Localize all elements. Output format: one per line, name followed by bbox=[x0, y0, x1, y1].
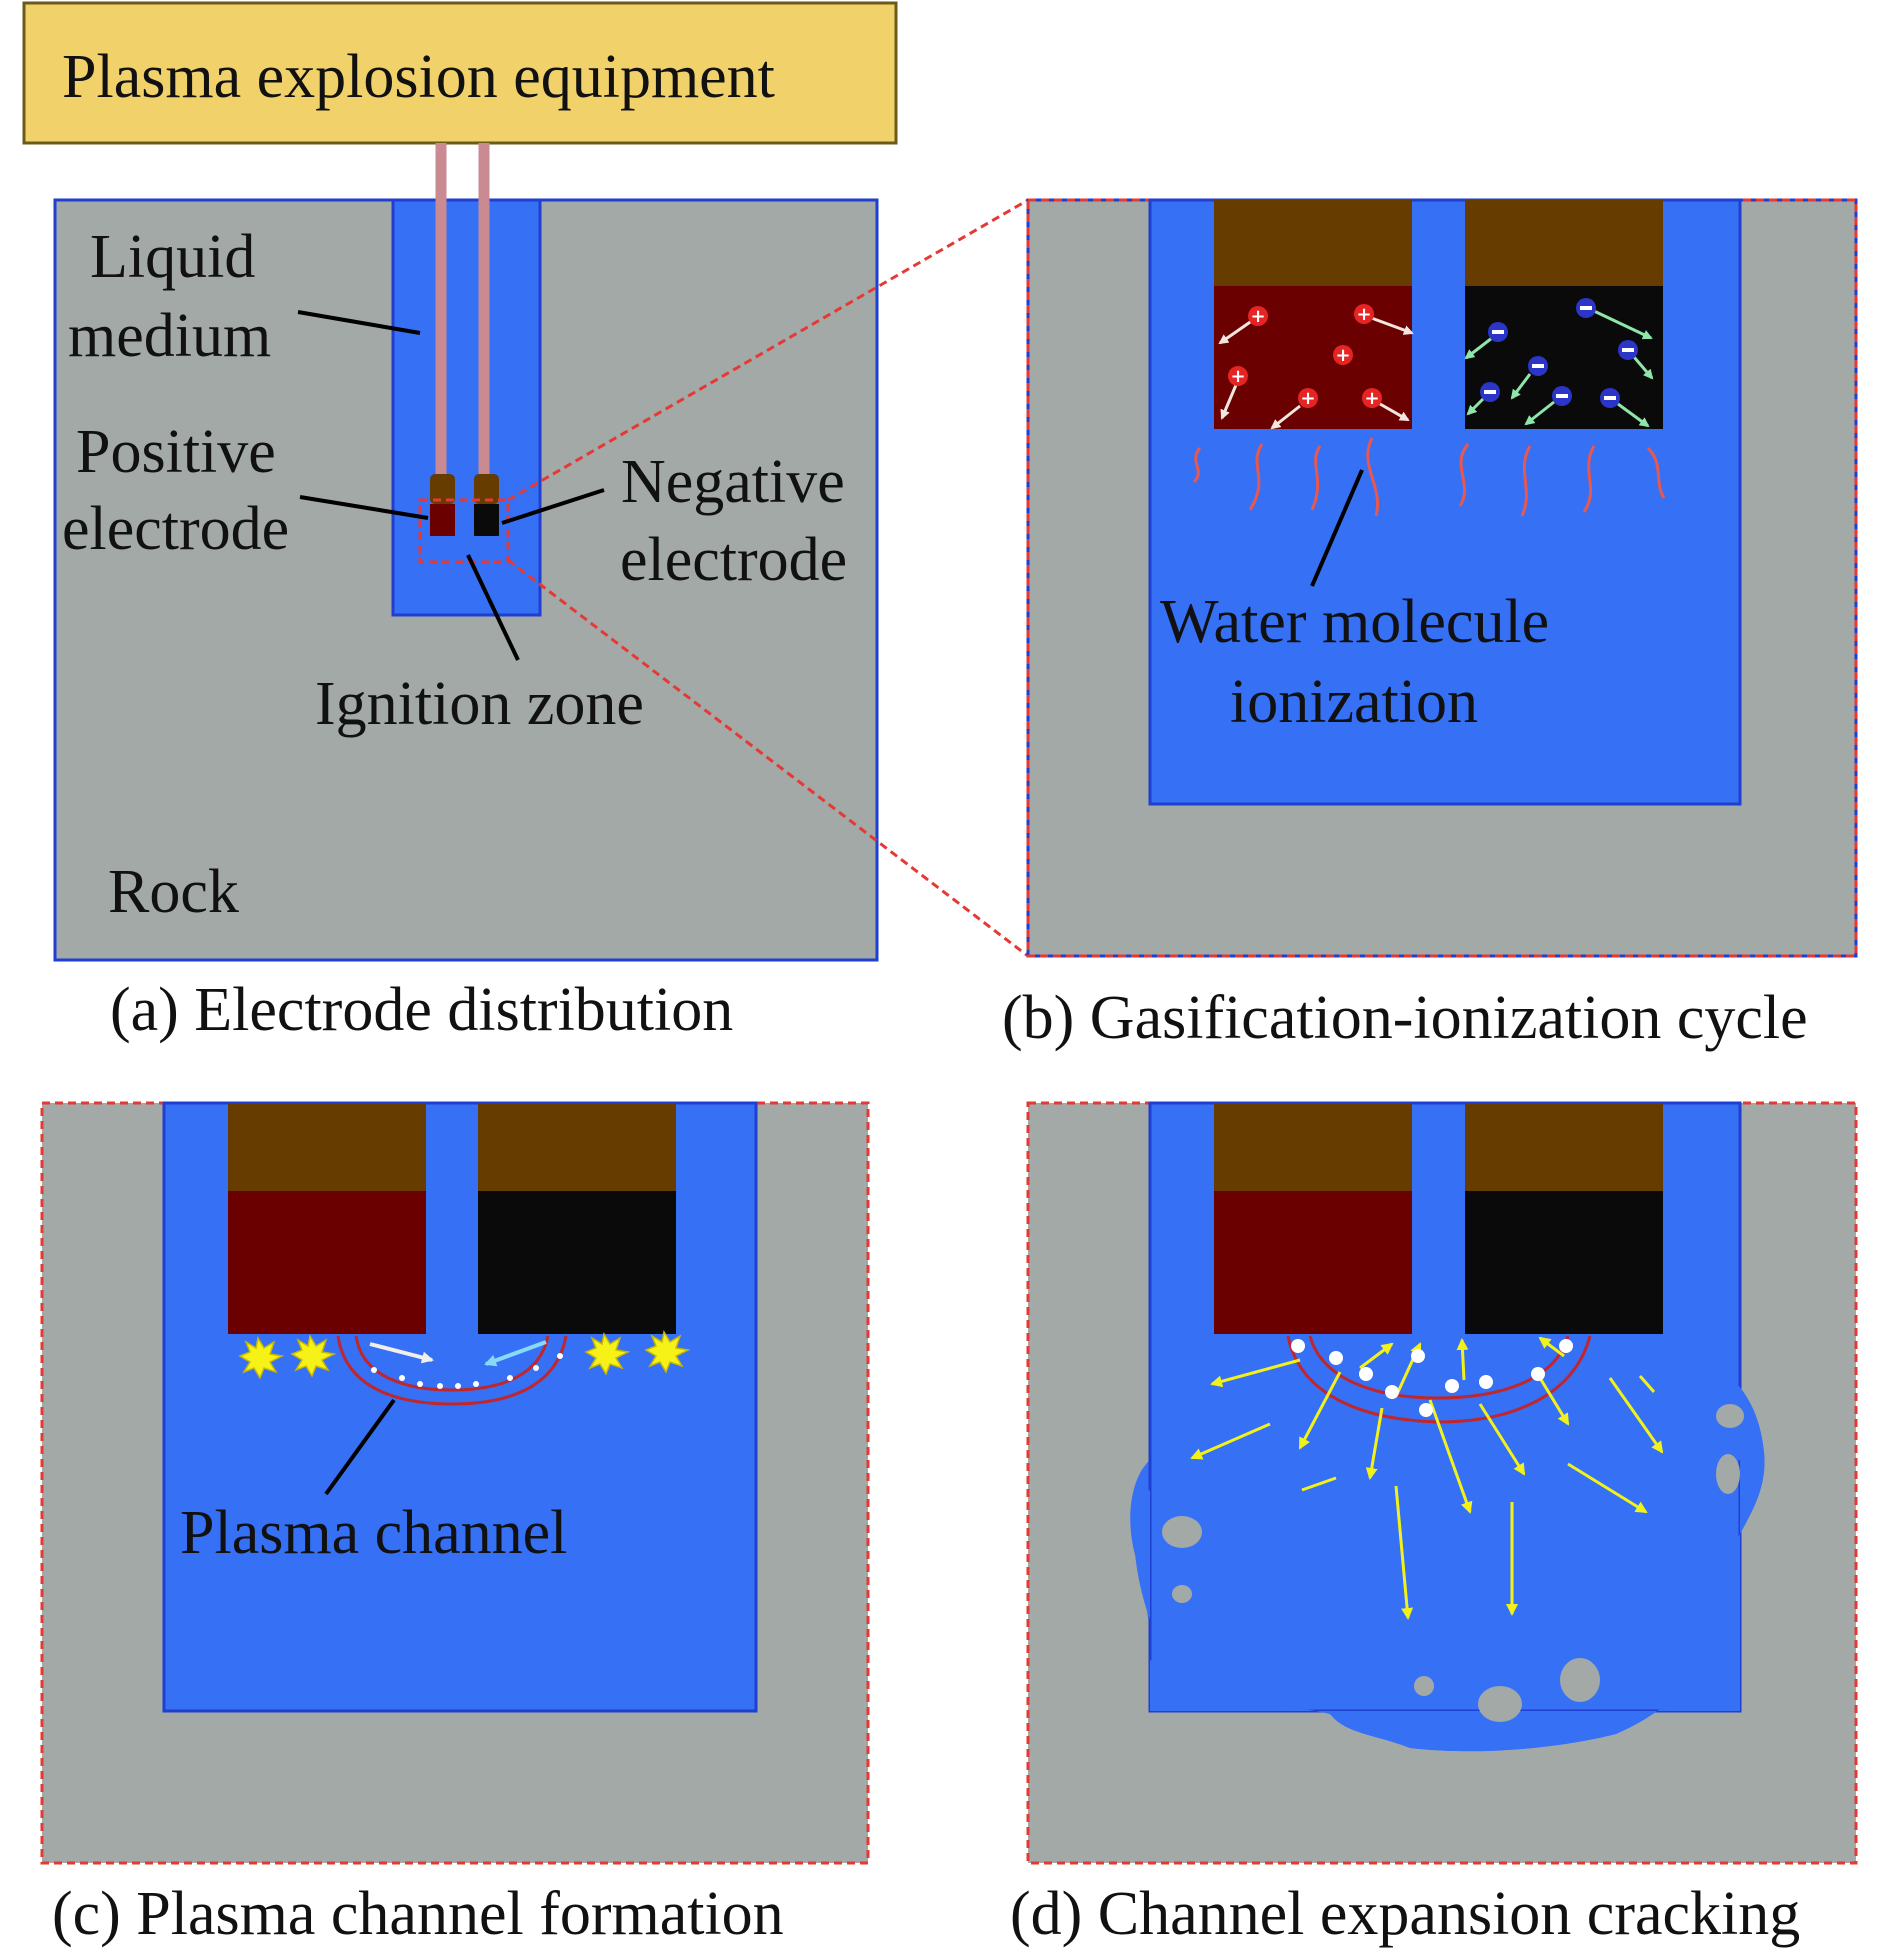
ionization-label-2: ionization bbox=[1230, 668, 1478, 736]
liquid-label-2: medium bbox=[68, 302, 271, 370]
panel-b: + + + + + bbox=[1002, 198, 1858, 1052]
zoom-line-top bbox=[507, 198, 1029, 502]
plasma-channel-arc-inner bbox=[354, 1335, 550, 1392]
equipment-label: Plasma explosion equipment bbox=[62, 43, 775, 111]
panel-a: Plasma explosion equipment Liquid medium… bbox=[22, 1, 898, 1044]
expansion-arc-inner bbox=[1308, 1335, 1570, 1400]
electron-flow-arrow bbox=[369, 1342, 434, 1364]
ignition-label: Ignition zone bbox=[315, 670, 644, 738]
spark-icon bbox=[644, 1329, 691, 1374]
spark-icon bbox=[238, 1335, 285, 1380]
positive-ion-icon: + bbox=[1218, 306, 1268, 345]
positive-label-2: electrode bbox=[62, 495, 289, 563]
channel-leader bbox=[324, 1398, 396, 1496]
svg-text:+: + bbox=[1356, 304, 1371, 325]
positive-electrode-cap bbox=[430, 474, 455, 504]
positive-cap-d bbox=[1214, 1103, 1412, 1191]
equipment-box bbox=[22, 1, 898, 145]
negative-cap-d bbox=[1465, 1103, 1663, 1191]
negative-electrode-c bbox=[478, 1191, 676, 1334]
positive-electrode-d bbox=[1214, 1191, 1412, 1334]
plasma-channel-arc-outer bbox=[336, 1335, 568, 1406]
negative-electrode bbox=[474, 504, 499, 536]
svg-text:+: + bbox=[1230, 366, 1245, 387]
positive-cap-b bbox=[1214, 200, 1412, 286]
ion-flow-arrow bbox=[484, 1340, 547, 1367]
positive-electrode-c bbox=[228, 1191, 426, 1334]
spark-icon bbox=[584, 1331, 631, 1376]
positive-leader bbox=[299, 495, 429, 520]
vapor-wisps bbox=[1192, 437, 1666, 517]
svg-text:+: + bbox=[1300, 388, 1315, 409]
channel-label: Plasma channel bbox=[180, 1499, 567, 1567]
crack-zone-overlay bbox=[1134, 1376, 1765, 1752]
liquid-label-1: Liquid bbox=[90, 223, 255, 291]
ignition-zone-box bbox=[418, 498, 510, 564]
caption-c: (c) Plasma channel formation bbox=[52, 1880, 784, 1948]
negative-leader bbox=[501, 488, 605, 525]
positive-label-1: Positive bbox=[76, 418, 276, 486]
spark-icon bbox=[290, 1333, 337, 1378]
positive-cap-c bbox=[228, 1103, 426, 1191]
negative-label-2: electrode bbox=[620, 526, 847, 594]
positive-ions: + + + + + bbox=[1218, 304, 1414, 430]
positive-ion-icon: + bbox=[1333, 345, 1353, 366]
negative-ion-icon bbox=[1618, 340, 1654, 380]
liquid-leader bbox=[297, 310, 421, 335]
svg-text:+: + bbox=[1364, 388, 1379, 409]
negative-electrode-d bbox=[1465, 1191, 1663, 1334]
frame-d bbox=[1026, 1101, 1858, 1865]
plasma-particles bbox=[371, 1353, 563, 1389]
panel-c: Plasma channel (c) Plasma channel format… bbox=[40, 1101, 870, 1948]
ionization-label-1: Water molecule bbox=[1160, 588, 1549, 656]
negative-ion-icon bbox=[1510, 356, 1548, 400]
borehole-liquid bbox=[391, 198, 542, 617]
svg-text:+: + bbox=[1250, 306, 1265, 327]
negative-cap-b bbox=[1465, 200, 1663, 286]
svg-text:+: + bbox=[1335, 345, 1350, 366]
ionization-leader bbox=[1310, 469, 1364, 587]
negative-cap-c bbox=[478, 1103, 676, 1191]
panel-d: (d) Channel expansion cracking bbox=[1010, 1101, 1858, 1948]
positive-ion-icon: + bbox=[1362, 388, 1410, 422]
negative-ion-icon bbox=[1466, 382, 1500, 416]
negative-ions bbox=[1464, 298, 1654, 428]
expansion-arrows bbox=[1190, 1336, 1664, 1620]
negative-ion-icon bbox=[1600, 388, 1650, 428]
rock-label: Rock bbox=[108, 858, 239, 926]
spark-icons bbox=[238, 1329, 691, 1380]
positive-ion-icon: + bbox=[1270, 388, 1318, 430]
negative-ion-icon bbox=[1576, 298, 1653, 340]
positive-electrode bbox=[430, 504, 455, 536]
positive-ion-icon: + bbox=[1354, 304, 1414, 335]
caption-d: (d) Channel expansion cracking bbox=[1010, 1880, 1800, 1948]
zoom-line-bottom bbox=[507, 558, 1029, 958]
caption-b: (b) Gasification-ionization cycle bbox=[1002, 984, 1808, 1052]
frame-b bbox=[1026, 198, 1858, 958]
negative-ion-icon bbox=[1464, 322, 1508, 360]
ignition-leader bbox=[466, 554, 520, 661]
negative-electrode-cap bbox=[474, 474, 499, 504]
caption-a: (a) Electrode distribution bbox=[110, 976, 733, 1044]
negative-ion-icon bbox=[1524, 386, 1572, 426]
positive-ion-icon: + bbox=[1220, 366, 1248, 420]
plasma-particles-d bbox=[1291, 1339, 1573, 1417]
negative-label-1: Negative bbox=[621, 448, 845, 516]
rock-fragments bbox=[1162, 1404, 1744, 1722]
